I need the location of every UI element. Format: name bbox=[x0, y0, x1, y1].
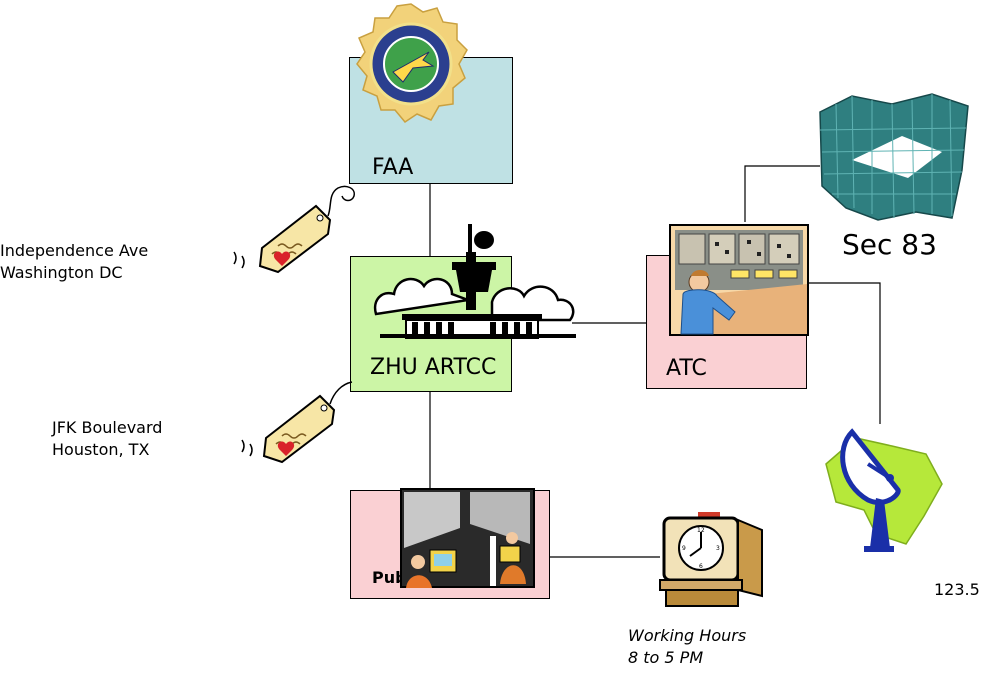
atc-label: ATC bbox=[666, 356, 707, 381]
control-tower-icon bbox=[373, 224, 576, 339]
radio-frequency-label: 123.5 bbox=[934, 580, 980, 599]
svg-text:9: 9 bbox=[682, 545, 686, 552]
office-workers-icon bbox=[400, 488, 535, 588]
artcc-address-line1: JFK Boulevard bbox=[52, 418, 163, 437]
faa-address-line1: Independence Ave bbox=[0, 241, 149, 260]
price-tag-icon bbox=[241, 381, 353, 464]
faa-label: FAA bbox=[372, 155, 414, 180]
working-hours-line1: Working Hours bbox=[628, 626, 747, 645]
svg-text:6: 6 bbox=[699, 563, 703, 570]
faa-seal-icon bbox=[356, 3, 468, 123]
satellite-dish-icon bbox=[825, 428, 943, 552]
price-tag-icon bbox=[233, 185, 355, 274]
svg-text:3: 3 bbox=[716, 545, 720, 552]
artcc-label: ZHU ARTCC bbox=[370, 355, 497, 380]
artcc-address-line2: Houston, TX bbox=[52, 440, 150, 459]
faa-address-line2: Washington DC bbox=[0, 263, 123, 282]
time-clock-icon: 12 9 3 6 bbox=[659, 512, 763, 607]
airspace-sector-3d-icon bbox=[819, 93, 969, 221]
working-hours-line2: 8 to 5 PM bbox=[628, 648, 704, 667]
svg-text:12: 12 bbox=[697, 527, 705, 534]
air-traffic-controller-icon bbox=[669, 224, 809, 336]
sector-label: Sec 83 bbox=[842, 228, 937, 261]
